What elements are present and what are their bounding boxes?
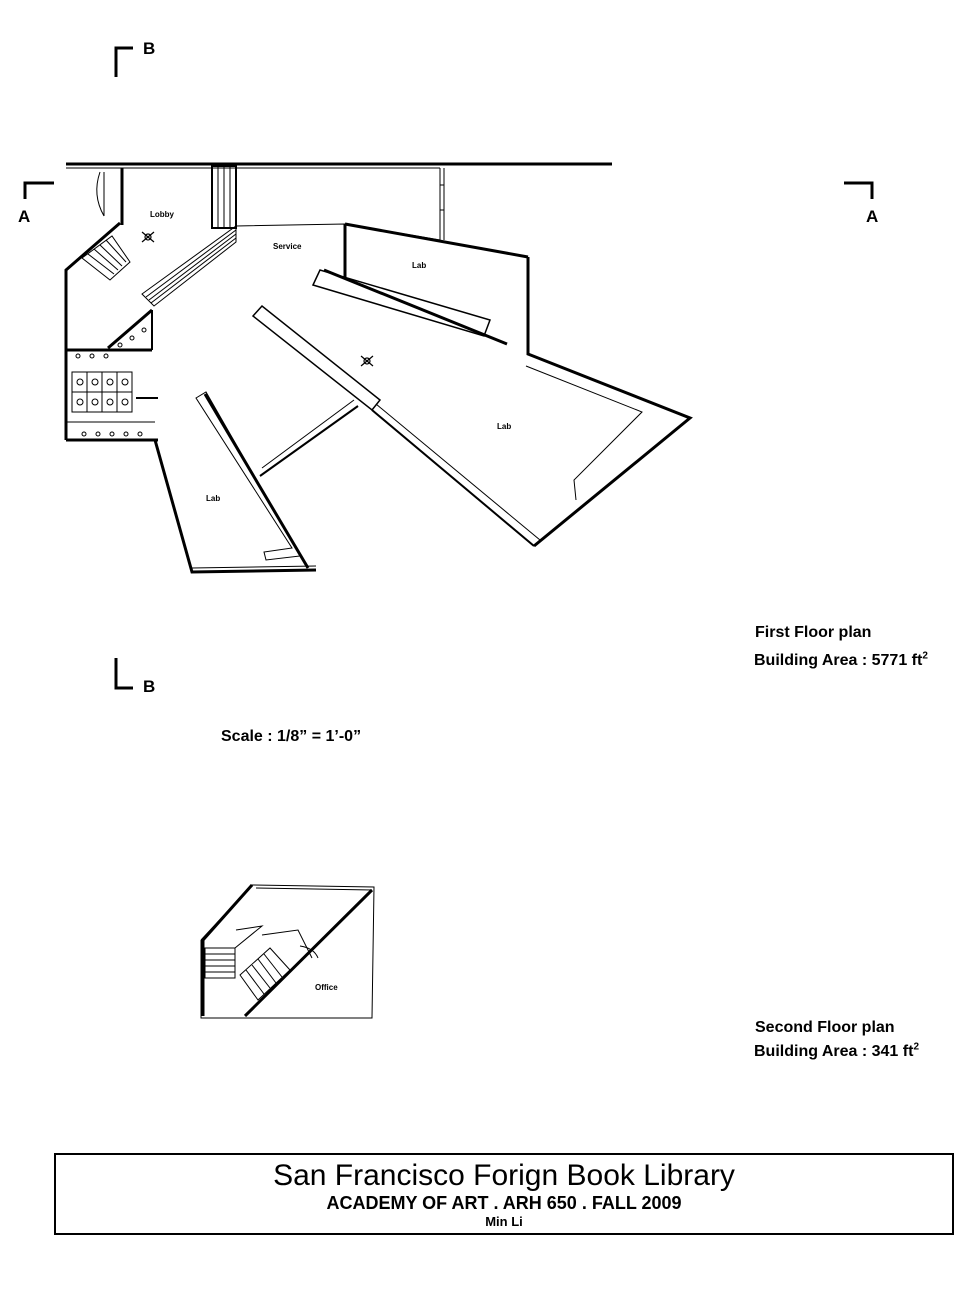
main-stair — [211, 165, 237, 229]
project-author: Min Li — [485, 1214, 523, 1229]
first-floor-area-unit: 2 — [922, 650, 928, 662]
north-arrow-lab — [360, 355, 374, 367]
section-marker-a-right — [844, 181, 874, 199]
second-floor-stair — [204, 925, 319, 1001]
first-floor-area-text: Building Area : 5771 ft — [754, 652, 923, 669]
section-marker-b-top — [114, 46, 133, 77]
north-counter — [311, 269, 491, 337]
lobby-stair — [81, 235, 131, 281]
project-subtitle: ACADEMY OF ART . ARH 650 . FALL 2009 — [326, 1193, 682, 1213]
room-label-service: Service — [273, 242, 302, 251]
first-floor-caption: First Floor plan — [755, 624, 872, 641]
first-floor-plan — [64, 162, 693, 574]
project-title: San Francisco Forign Book Library — [273, 1159, 735, 1192]
north-arrow-lobby — [141, 231, 155, 243]
lab-south — [153, 391, 359, 574]
first-floor-area: Building Area : 5771 ft2 — [754, 650, 928, 670]
room-label-lobby: Lobby — [150, 210, 175, 219]
section-label-b-top: B — [143, 39, 155, 58]
room-label-office: Office — [315, 983, 338, 992]
section-label-a-left: A — [18, 207, 30, 226]
second-floor-area-text: Building Area : 341 ft — [754, 1043, 914, 1060]
central-counter — [251, 304, 382, 412]
ramp — [141, 225, 237, 307]
room-label-lab-east: Lab — [497, 422, 511, 431]
scale-note: Scale : 1/8” = 1’-0” — [221, 728, 362, 745]
section-marker-a-left — [23, 181, 54, 199]
section-marker-b-bottom — [114, 658, 133, 690]
room-label-lab-south: Lab — [206, 494, 220, 503]
second-floor-area-unit: 2 — [913, 1041, 919, 1053]
second-floor-caption: Second Floor plan — [755, 1019, 895, 1036]
title-block: San Francisco Forign Book Library ACADEM… — [54, 1153, 954, 1235]
second-floor-plan — [200, 884, 375, 1019]
section-label-a-right: A — [866, 207, 878, 226]
room-label-lab-north: Lab — [412, 261, 426, 270]
section-label-b-bottom: B — [143, 677, 155, 696]
restrooms — [66, 310, 158, 437]
second-floor-area: Building Area : 341 ft2 — [754, 1041, 919, 1061]
